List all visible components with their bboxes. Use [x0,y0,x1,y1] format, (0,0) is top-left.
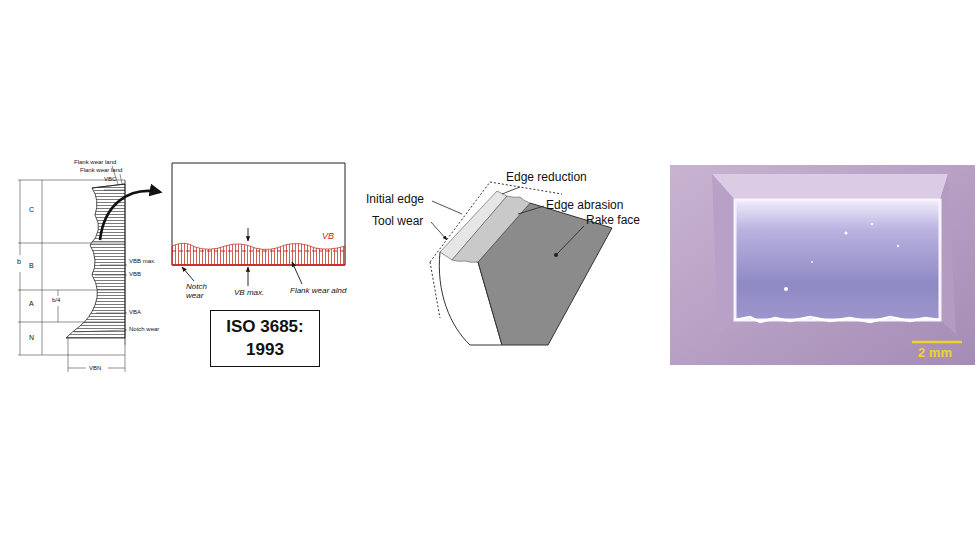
iso-wear-scheme-part [18,355,125,356]
tool-edge-schematic-part [432,201,462,214]
iso-wear-scheme-part [18,243,125,244]
iso-wear-scheme-part [58,306,59,322]
flank-wear-zoom-part [172,243,345,265]
tool-micrograph-part [940,174,956,334]
iso-wear-scheme-part [20,180,21,255]
iso-wear-scheme-part [100,265,127,266]
flank-wear-zoom-part [248,228,249,241]
scale-bar-label: 2 mm [918,346,952,361]
part-label: Flank wear land [74,159,116,166]
part-label: Edge reduction [506,171,587,185]
flank-wear-zoom-part [248,267,249,286]
iso-wear-scheme-part [92,184,125,188]
iso-wear-scheme-part [58,290,59,296]
standard-title: ISO 3685: 1993 [211,316,319,360]
tool-micrograph-part [912,341,962,344]
iso-wear-scheme-part [104,190,125,191]
tool-edge-schematic-part [430,182,562,262]
tool-micrograph-part [670,165,975,365]
part-label: Edge abrasion [546,199,623,213]
iso-wear-scheme-part [125,180,126,345]
part-label: Initial edge [366,193,424,207]
tool-micrograph-part [897,245,899,247]
iso-wear-scheme-part [125,345,126,372]
iso-wear-scheme-part [68,338,69,372]
dimension-label: VB max. [234,288,264,297]
tool-edge-schematic-part [518,206,544,214]
iso-wear-scheme-part [68,368,86,369]
tool-micrograph-part [735,200,940,320]
tool-micrograph [670,165,975,365]
iso-wear-scheme-part [66,184,125,338]
iso-wear-scheme-part [42,180,43,355]
zone-label: B [29,262,34,270]
iso-wear-scheme-part [74,330,127,332]
tool-edge-schematic-part [431,222,447,240]
dimension-label: VBC [104,176,116,183]
dimension-label: VBN [89,365,101,372]
part-label: Flank wear land [80,167,122,174]
flank-wear-zoom-part [292,262,302,284]
dimension-label: b/4 [52,297,60,304]
tool-micrograph-part [712,174,948,200]
tool-edge-schematic-part [452,196,530,262]
dimension-label: VBB max. [129,258,156,265]
zone-label: C [29,206,34,214]
tool-micrograph-part [784,287,788,291]
tool-micrograph-part [811,261,813,263]
zone-label: N [29,334,34,342]
flank-wear-zoom-part [172,163,345,265]
dimension-label: VBB [129,271,141,278]
wear-line-label: VB [322,231,334,241]
flank-wear-zoom-part [172,251,345,252]
dimension-label: VBA [129,309,141,316]
tool-micrograph-part [712,174,735,334]
flank-wear-zoom [172,163,345,286]
iso-wear-scheme-part [95,275,127,276]
curved-arrow [100,191,160,240]
tool-edge-schematic-part [556,226,584,255]
iso-wear-scheme-part [18,322,125,323]
part-label: Notch wear [129,326,159,333]
tool-edge-schematic-part [502,187,520,194]
standard-box: ISO 3685: 1993 [210,310,320,367]
iso-wear-scheme-part [18,290,125,291]
iso-wear-scheme-part [120,174,122,184]
iso-wear-scheme-part [108,368,125,369]
tool-edge-schematic-part [430,262,440,318]
iso-wear-scheme-part [96,313,127,314]
iso-wear-scheme [18,166,127,372]
tool-micrograph-part [735,317,940,322]
zone-label: A [29,300,34,308]
flank-wear-zoom-part [172,264,345,265]
tool-micrograph-part [845,232,848,235]
part-label: Rake face [586,214,640,228]
tool-edge-schematic-part [554,253,558,257]
part-label: Flank wear alnd [290,286,346,295]
tool-micrograph-part [871,223,874,226]
iso-wear-scheme-part [20,272,21,355]
dimension-label: b [17,258,21,266]
part-label: Tool wear [372,215,423,229]
flank-wear-zoom-part [182,267,194,281]
part-label: Notch wear [186,282,220,300]
